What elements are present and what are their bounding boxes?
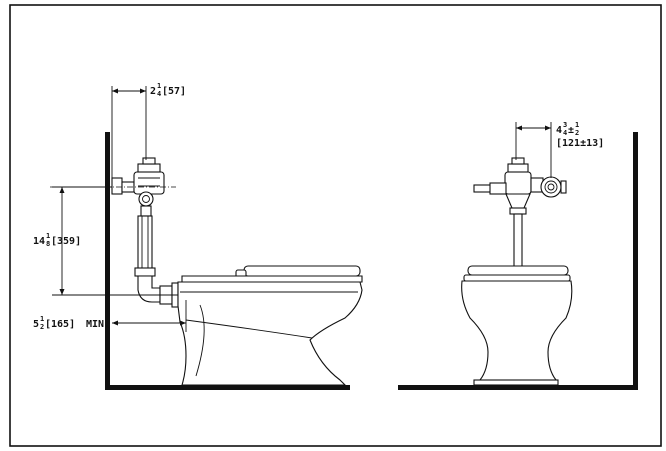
dim-clearance-num: 1 — [40, 315, 44, 323]
front-view: 4 3 4 ± 1 2 [121±13] — [398, 121, 638, 390]
drawing-border — [9, 4, 662, 447]
dim-flush-valve-offset: 2 1 4 [57] — [111, 82, 186, 180]
toilet-side — [177, 265, 363, 386]
dim-clearance-suffix: MIN. — [86, 319, 110, 330]
side-view: 2 1 4 [57] 14 1 8 [359] 5 1 2 [165] — [33, 82, 363, 390]
dim-clearance-metric: [165] — [45, 319, 75, 330]
flush-tube-side — [134, 215, 179, 308]
dim-center-den: 4 — [563, 129, 567, 137]
dim-height-metric: [359] — [51, 236, 81, 247]
dim-center-tol-den: 2 — [575, 129, 579, 137]
dim-clearance-den: 2 — [40, 323, 44, 331]
dim-spud-clearance: 5 1 2 [165] MIN. — [33, 300, 187, 332]
front-floor — [398, 385, 638, 390]
dim-center-tol-num: 1 — [575, 121, 579, 129]
side-wall — [105, 132, 110, 390]
dim-valve-height: 14 1 8 [359] — [33, 186, 178, 296]
dim-center-tol: ± — [568, 125, 574, 136]
flush-valve-front — [473, 157, 567, 269]
dim-offset-metric: [57] — [162, 86, 186, 97]
dim-center-metric: [121±13] — [556, 138, 604, 149]
dim-offset-whole: 2 — [150, 86, 156, 97]
dim-offset-den: 4 — [157, 90, 161, 98]
side-floor — [105, 385, 350, 390]
dim-height-den: 8 — [46, 240, 50, 248]
toilet-front — [461, 265, 573, 386]
dim-valve-center: 4 3 4 ± 1 2 [121±13] — [515, 121, 604, 178]
dim-clearance-whole: 5 — [33, 319, 39, 330]
dim-center-whole: 4 — [556, 125, 562, 136]
dim-offset-num: 1 — [157, 82, 161, 90]
dim-height-whole: 14 — [33, 236, 45, 247]
dim-center-num: 3 — [563, 121, 567, 129]
front-wall — [633, 132, 638, 390]
dim-height-num: 1 — [46, 232, 50, 240]
